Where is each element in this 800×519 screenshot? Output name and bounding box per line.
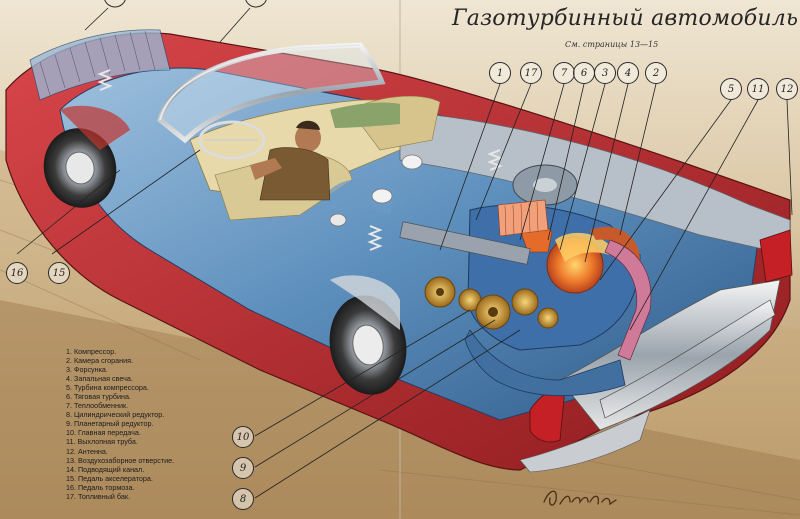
cropped-callouts <box>104 0 267 8</box>
legend-item: 7. Теплообменник. <box>66 401 129 411</box>
spare-wheel-hub <box>533 178 557 192</box>
rear-wheel <box>329 275 407 395</box>
callout-4: 4 <box>617 62 639 84</box>
callout-leader-lines <box>16 7 793 499</box>
fog-light <box>329 213 347 227</box>
callout-9: 9 <box>232 457 254 479</box>
page-reference: См. страницы 13—15 <box>565 40 659 49</box>
air-intake-duct <box>330 178 626 397</box>
headlight-left <box>371 188 393 204</box>
callout-16: 16 <box>6 262 28 284</box>
callout-8: 8 <box>232 488 254 510</box>
legend-item: 4. Запальная свеча. <box>66 374 133 384</box>
legend-item: 3. Форсунка. <box>66 365 108 375</box>
artist-signature <box>543 490 617 506</box>
gas-turbine-engine <box>467 199 652 361</box>
callout-17: 17 <box>520 62 542 84</box>
legend-item: 10. Главная передача. <box>66 428 141 438</box>
callout-2: 2 <box>645 62 667 84</box>
legend-item: 13. Воздухозаборное отверстие. <box>66 455 175 465</box>
callout-7: 7 <box>553 62 575 84</box>
callout-1: 1 <box>489 62 511 84</box>
headlight-right <box>401 154 423 170</box>
page-title: Газотурбинный автомобиль <box>452 6 799 31</box>
callout-6: 6 <box>573 62 595 84</box>
suspension-springs <box>97 69 503 251</box>
callout-10: 10 <box>232 426 254 448</box>
legend-item: 5. Турбина компрессора. <box>66 383 149 393</box>
legend-item: 14. Подводящий канал. <box>66 464 145 474</box>
legend-item: 17. Топливный бак. <box>66 491 130 501</box>
windshield <box>157 42 386 144</box>
callout-3: 3 <box>594 62 616 84</box>
legend-item: 8. Цилиндрический редуктор. <box>66 410 165 420</box>
cabin-interior <box>189 95 441 221</box>
legend-item: 1. Компрессор. <box>66 347 117 356</box>
legend-item: 9. Планетарный редуктор. <box>66 419 154 429</box>
legend-item: 2. Камера сгорания. <box>66 356 134 366</box>
reduction-gears <box>399 221 559 330</box>
callout-15: 15 <box>48 262 70 284</box>
legend-item: 15. Педаль акселератора. <box>66 473 153 483</box>
callout-5: 5 <box>720 78 742 100</box>
front-grille <box>29 29 171 101</box>
callout-12: 12 <box>776 78 798 100</box>
callout-11: 11 <box>747 78 769 100</box>
legend-item: 16. Педаль тормоза. <box>66 482 135 492</box>
parts-legend: 1. Компрессор. 2. Камера сгорания. 3. Фо… <box>66 347 174 501</box>
legend-item: 11. Выхлопная труба. <box>66 437 138 447</box>
legend-item: 12. Антенна. <box>66 446 108 456</box>
legend-item: 6. Тяговая турбина. <box>66 392 131 402</box>
